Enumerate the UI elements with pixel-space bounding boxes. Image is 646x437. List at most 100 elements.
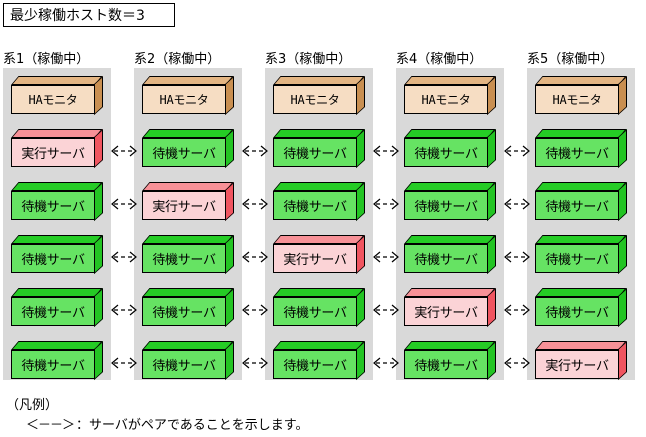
box-top-face [11, 182, 103, 191]
box-side-face [225, 341, 234, 381]
box-top-face [404, 182, 496, 191]
box-top-face [404, 341, 496, 350]
box-side-face [225, 288, 234, 328]
box-label: 待機サーバ [142, 138, 226, 167]
server-box-col2-row4: 待機サーバ [142, 288, 234, 328]
server-box-col2-row3: 待機サーバ [142, 235, 234, 275]
box-label: 待機サーバ [273, 191, 357, 220]
box-label: 待機サーバ [142, 244, 226, 273]
server-box-col4-row3: 待機サーバ [404, 235, 496, 275]
column-panel-2 [134, 68, 242, 380]
box-side-face [225, 129, 234, 169]
pair-connector-col2-col3-row4 [240, 301, 270, 319]
box-side-face [487, 76, 496, 116]
box-label: 待機サーバ [404, 350, 488, 379]
box-side-face [225, 76, 234, 116]
box-side-face [487, 182, 496, 222]
pair-connector-col1-col2-row1 [109, 142, 139, 160]
box-top-face [273, 182, 365, 191]
column-panel-4 [396, 68, 504, 380]
box-label: 実行サーバ [535, 350, 619, 379]
pair-connector-col3-col4-row1 [371, 142, 401, 160]
box-top-face [11, 288, 103, 297]
server-box-col1-row1: 実行サーバ [11, 129, 103, 169]
box-label: 待機サーバ [404, 138, 488, 167]
box-label: 待機サーバ [535, 138, 619, 167]
box-label: 実行サーバ [404, 297, 488, 326]
box-top-face [142, 288, 234, 297]
pair-connector-col2-col3-row3 [240, 248, 270, 266]
box-top-face [142, 235, 234, 244]
server-box-col3-row5: 待機サーバ [273, 341, 365, 381]
box-side-face [618, 129, 627, 169]
box-label: 実行サーバ [273, 244, 357, 273]
server-box-col1-row3: 待機サーバ [11, 235, 103, 275]
box-top-face [404, 288, 496, 297]
box-label: 待機サーバ [273, 350, 357, 379]
box-label: 実行サーバ [142, 191, 226, 220]
pair-connector-col4-col5-row1 [502, 142, 532, 160]
pair-connector-col3-col4-row3 [371, 248, 401, 266]
legend-title: （凡例） [6, 398, 59, 413]
server-box-col2-row2: 実行サーバ [142, 182, 234, 222]
server-box-col5-row3: 待機サーバ [535, 235, 627, 275]
server-box-col3-row4: 待機サーバ [273, 288, 365, 328]
box-label: HAモニタ [11, 85, 95, 114]
server-box-col2-row1: 待機サーバ [142, 129, 234, 169]
box-top-face [11, 235, 103, 244]
box-top-face [142, 129, 234, 138]
ha-monitor-box-col5: HAモニタ [535, 76, 627, 116]
box-side-face [618, 76, 627, 116]
server-box-col1-row5: 待機サーバ [11, 341, 103, 381]
box-side-face [94, 288, 103, 328]
ha-monitor-box-col2: HAモニタ [142, 76, 234, 116]
pair-connector-col2-col3-row5 [240, 354, 270, 372]
server-box-col3-row2: 待機サーバ [273, 182, 365, 222]
box-top-face [273, 129, 365, 138]
box-top-face [404, 76, 496, 85]
box-label: 待機サーバ [535, 297, 619, 326]
box-top-face [535, 235, 627, 244]
pair-arrow-icon: ＜－－＞ [26, 418, 75, 433]
box-label: 待機サーバ [11, 350, 95, 379]
box-label: 待機サーバ [11, 244, 95, 273]
pair-connector-col4-col5-row5 [502, 354, 532, 372]
box-side-face [618, 235, 627, 275]
box-side-face [487, 235, 496, 275]
box-side-face [487, 288, 496, 328]
server-box-col4-row2: 待機サーバ [404, 182, 496, 222]
box-label: 待機サーバ [273, 138, 357, 167]
box-side-face [94, 341, 103, 381]
pair-connector-col3-col4-row2 [371, 195, 401, 213]
box-side-face [225, 235, 234, 275]
box-label: 待機サーバ [11, 297, 95, 326]
legend-row: ＜－－＞ ：サーバがペアであることを示します。 [26, 414, 308, 433]
box-side-face [487, 341, 496, 381]
server-box-col5-row4: 待機サーバ [535, 288, 627, 328]
box-top-face [535, 341, 627, 350]
server-box-col5-row2: 待機サーバ [535, 182, 627, 222]
box-side-face [356, 76, 365, 116]
column-panel-5 [527, 68, 635, 380]
box-top-face [142, 182, 234, 191]
server-box-col4-row1: 待機サーバ [404, 129, 496, 169]
box-side-face [94, 76, 103, 116]
server-box-col3-row1: 待機サーバ [273, 129, 365, 169]
box-label: HAモニタ [142, 85, 226, 114]
pair-connector-col2-col3-row2 [240, 195, 270, 213]
box-side-face [356, 129, 365, 169]
box-label: HAモニタ [404, 85, 488, 114]
box-side-face [225, 182, 234, 222]
box-label: 待機サーバ [142, 350, 226, 379]
box-top-face [273, 76, 365, 85]
box-side-face [618, 182, 627, 222]
box-top-face [404, 129, 496, 138]
column-header-3: 系3（稼働中） [265, 52, 352, 67]
pair-connector-col3-col4-row5 [371, 354, 401, 372]
server-box-col5-row5: 実行サーバ [535, 341, 627, 381]
column-header-5: 系5（稼働中） [527, 52, 614, 67]
ha-monitor-box-col3: HAモニタ [273, 76, 365, 116]
box-label: 待機サーバ [535, 244, 619, 273]
box-side-face [356, 288, 365, 328]
box-top-face [273, 288, 365, 297]
